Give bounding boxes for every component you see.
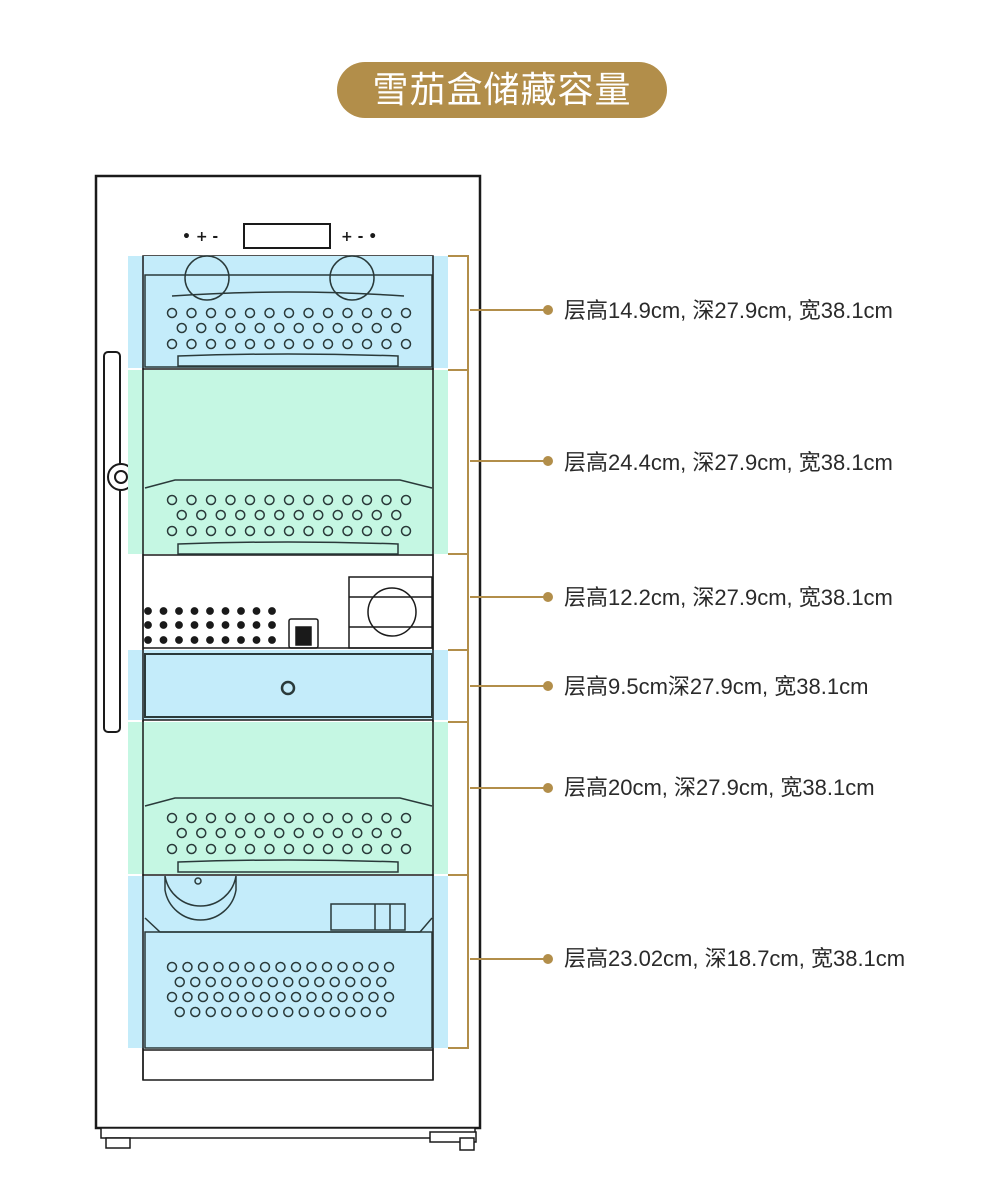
control-buttons-left: • + - xyxy=(182,229,218,245)
shelf-5-spec: 层高20cm, 深27.9cm, 宽38.1cm xyxy=(564,775,875,800)
leader-dot xyxy=(543,681,553,691)
zone-2-highlight xyxy=(128,370,448,554)
cabinet-foot-right xyxy=(429,1131,477,1143)
control-panel: • + - + - • xyxy=(182,223,377,249)
control-buttons-right: + - • xyxy=(341,229,377,245)
dimension-brackets xyxy=(448,255,469,1049)
leader-dot xyxy=(543,954,553,964)
shelf-3-electronics xyxy=(288,576,433,649)
shelf-4-spec: 层高9.5cm深27.9cm, 宽38.1cm xyxy=(564,674,869,699)
cabinet-foot-left xyxy=(105,1137,131,1149)
shelf-1-drawer xyxy=(144,255,433,368)
shelf-6-spec: 层高23.02cm, 深18.7cm, 宽38.1cm xyxy=(564,946,906,971)
shelf-4-drawer xyxy=(144,653,433,718)
leader-dot xyxy=(543,305,553,315)
leader-dot xyxy=(543,456,553,466)
cabinet-base xyxy=(100,1127,476,1139)
leader-dot xyxy=(543,592,553,602)
title-badge: 雪茄盒储藏容量 xyxy=(337,62,667,118)
door-handle xyxy=(103,351,121,733)
shelf-2-spec: 层高24.4cm, 深27.9cm, 宽38.1cm xyxy=(564,450,893,475)
shelf-1-spec: 层高14.9cm, 深27.9cm, 宽38.1cm xyxy=(564,298,893,323)
zone-6-highlight xyxy=(128,876,448,1048)
display-screen xyxy=(243,223,331,249)
leader-dot xyxy=(543,783,553,793)
cabinet-foot-right-knob xyxy=(459,1137,475,1151)
shelf-2-drawer xyxy=(144,479,433,555)
shelf-5-drawer xyxy=(144,797,433,873)
socket-icon xyxy=(288,618,319,649)
shelf-3-spec: 层高12.2cm, 深27.9cm, 宽38.1cm xyxy=(564,585,893,610)
shelf-4-knob xyxy=(280,680,296,696)
shelf-6-drawer xyxy=(144,875,433,1049)
zone-4-highlight xyxy=(128,650,448,720)
